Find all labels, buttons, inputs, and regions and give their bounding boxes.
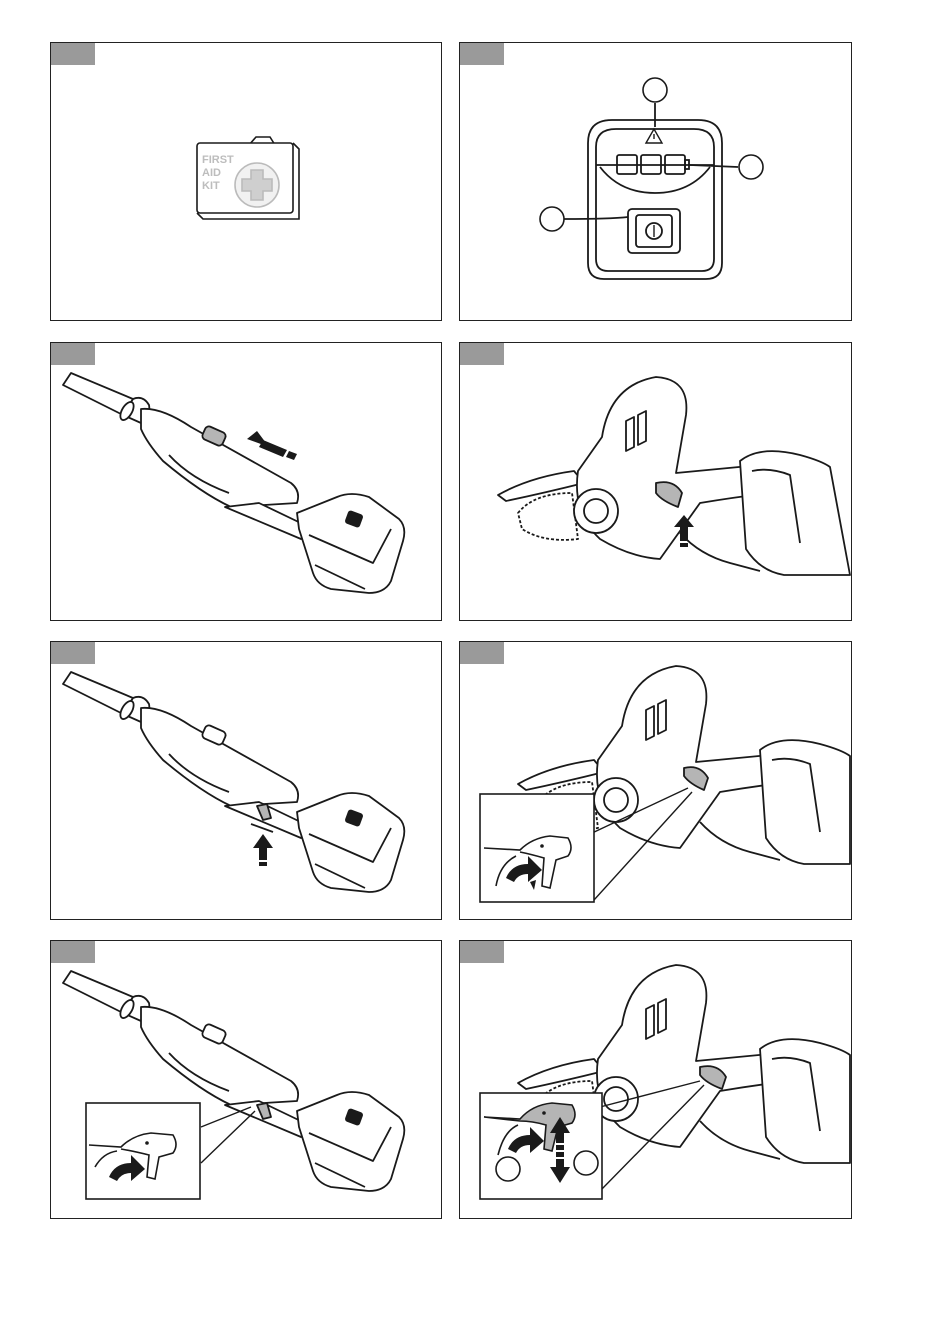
callout-warning-indicator bbox=[643, 78, 667, 102]
figure-panel-saw-head-trigger-range bbox=[459, 940, 852, 1219]
callout-trigger-squeeze bbox=[496, 1157, 520, 1181]
kit-label-line-3: KIT bbox=[202, 180, 220, 192]
figure-panel-battery-control bbox=[459, 42, 852, 321]
figure-panel-saw-head-lock bbox=[459, 342, 852, 621]
kit-label-line-1: FIRST bbox=[202, 154, 234, 166]
saw-head-illustration bbox=[460, 941, 853, 1220]
saw-head-illustration bbox=[460, 343, 853, 622]
trigger-detail-inset bbox=[480, 794, 594, 902]
pole-handle-illustration bbox=[51, 642, 443, 921]
figure-panel-pole-handle-release bbox=[50, 641, 442, 920]
figure-panel-pole-handle-lock bbox=[50, 342, 442, 621]
trigger-range-inset bbox=[480, 1093, 602, 1199]
kit-label-line-2: AID bbox=[202, 167, 221, 179]
callout-charge-indicator bbox=[739, 155, 763, 179]
battery-panel-illustration bbox=[460, 43, 853, 322]
figure-panel-pole-handle-trigger-detail bbox=[50, 940, 442, 1219]
saw-head-illustration bbox=[460, 642, 853, 921]
callout-trigger-travel bbox=[574, 1151, 598, 1175]
first-aid-kit-illustration: FIRST AID KIT bbox=[51, 43, 443, 322]
figure-panel-saw-head-trigger-detail bbox=[459, 641, 852, 920]
pole-handle-illustration bbox=[51, 941, 443, 1220]
callout-power-button bbox=[540, 207, 564, 231]
figure-panel-first-aid-kit: FIRST AID KIT bbox=[50, 42, 442, 321]
pole-handle-illustration bbox=[51, 343, 443, 622]
trigger-detail-inset bbox=[86, 1103, 200, 1199]
